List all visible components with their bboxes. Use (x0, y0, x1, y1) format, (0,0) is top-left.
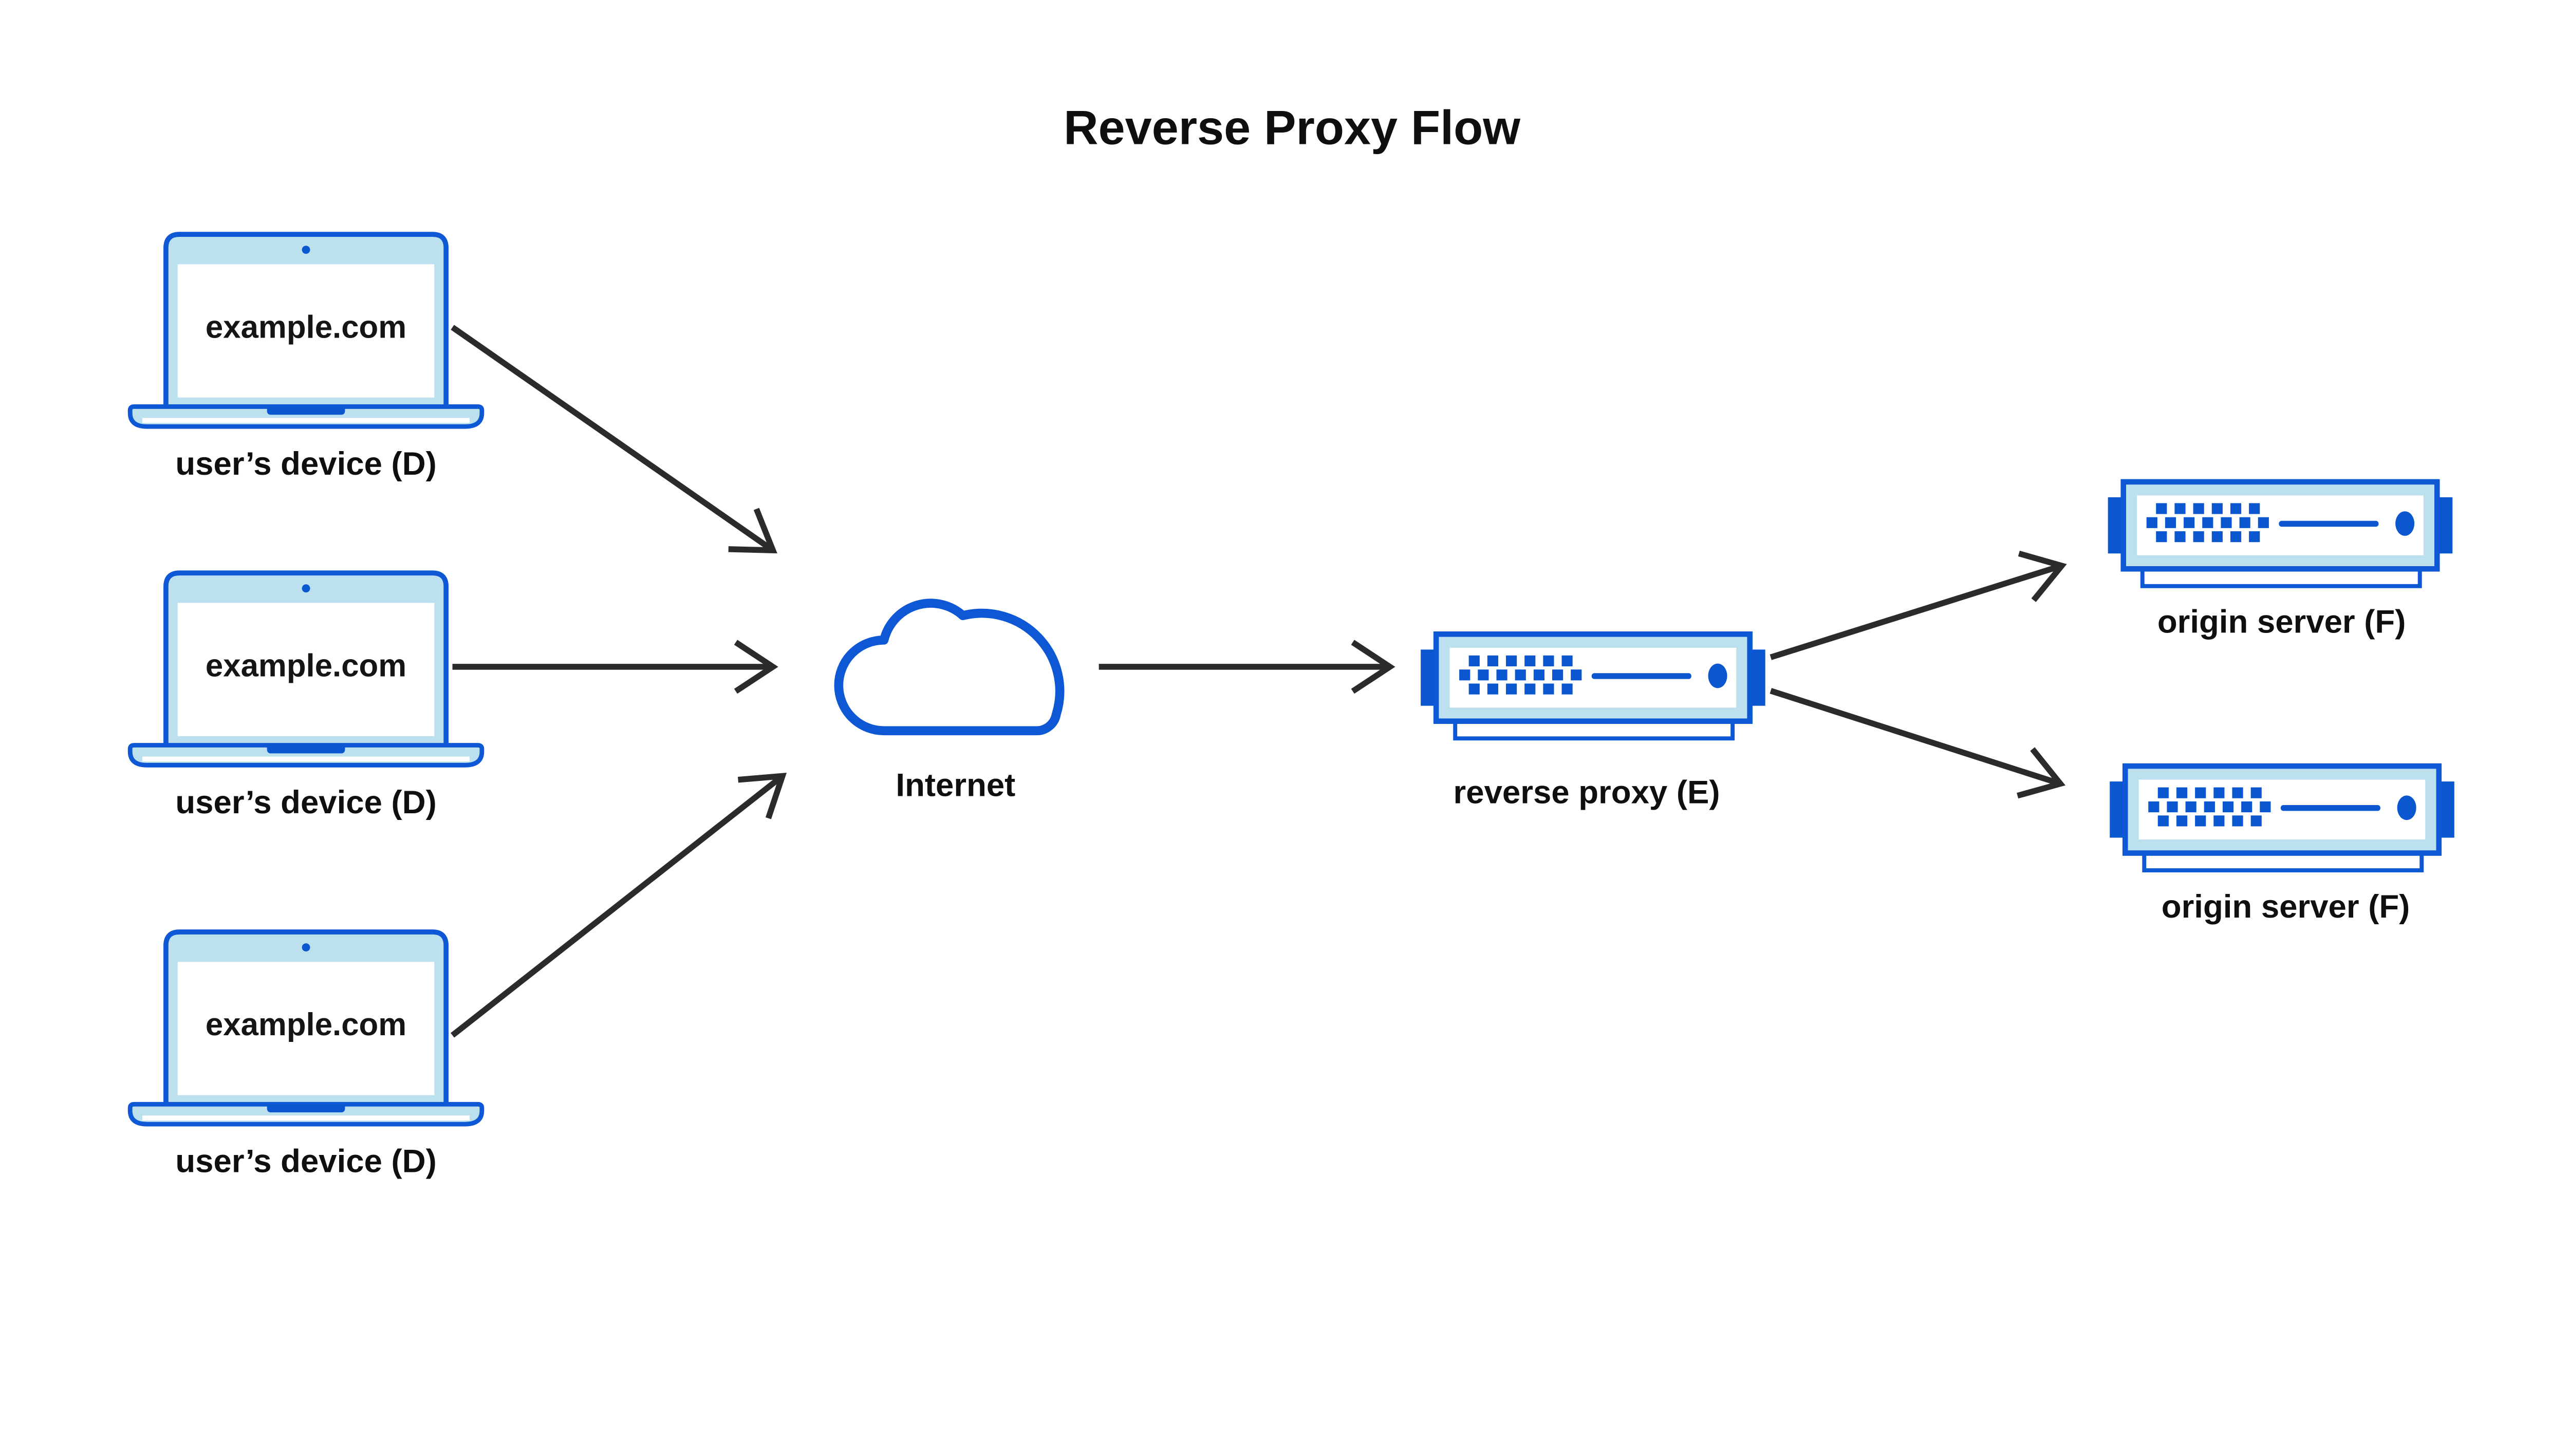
node-internet: Internet (834, 599, 1065, 803)
node-user-device-2: example.com user’s device (D) (130, 573, 482, 820)
device1-label: user’s device (D) (175, 445, 436, 482)
origin-server1-label: origin server (F) (2157, 604, 2406, 640)
device2-label: user’s device (D) (175, 784, 436, 820)
device1-screen-text: example.com (206, 309, 406, 345)
arrow-device1-to-internet (451, 325, 777, 554)
reverse-proxy-flow-diagram: Reverse Proxy Flow example.com user’s de… (127, 100, 2458, 1180)
internet-cloud-icon (834, 599, 1065, 736)
rack-server-icon (1421, 634, 1765, 738)
flow-arrows (450, 325, 2067, 1038)
internet-label: Internet (896, 767, 1015, 803)
rack-server-icon (2108, 482, 2453, 586)
origin-server2-label: origin server (F) (2162, 888, 2410, 925)
node-origin-server-1: origin server (F) (2108, 482, 2453, 640)
arrow-device3-to-internet (450, 773, 787, 1038)
node-user-device-1: example.com user’s device (D) (130, 234, 482, 482)
device2-screen-text: example.com (206, 648, 406, 683)
node-origin-server-2: origin server (F) (2110, 766, 2454, 925)
arrow-proxy-to-origin2 (1770, 688, 2065, 799)
node-user-device-3: example.com user’s device (D) (130, 932, 482, 1180)
arrow-proxy-to-origin1 (1770, 550, 2067, 660)
diagram-title: Reverse Proxy Flow (1064, 101, 1520, 155)
node-reverse-proxy: reverse proxy (E) (1421, 634, 1765, 810)
device3-label: user’s device (D) (175, 1143, 436, 1180)
reverse-proxy-label: reverse proxy (E) (1454, 774, 1720, 810)
device3-screen-text: example.com (206, 1007, 406, 1042)
rack-server-icon (2110, 766, 2454, 870)
